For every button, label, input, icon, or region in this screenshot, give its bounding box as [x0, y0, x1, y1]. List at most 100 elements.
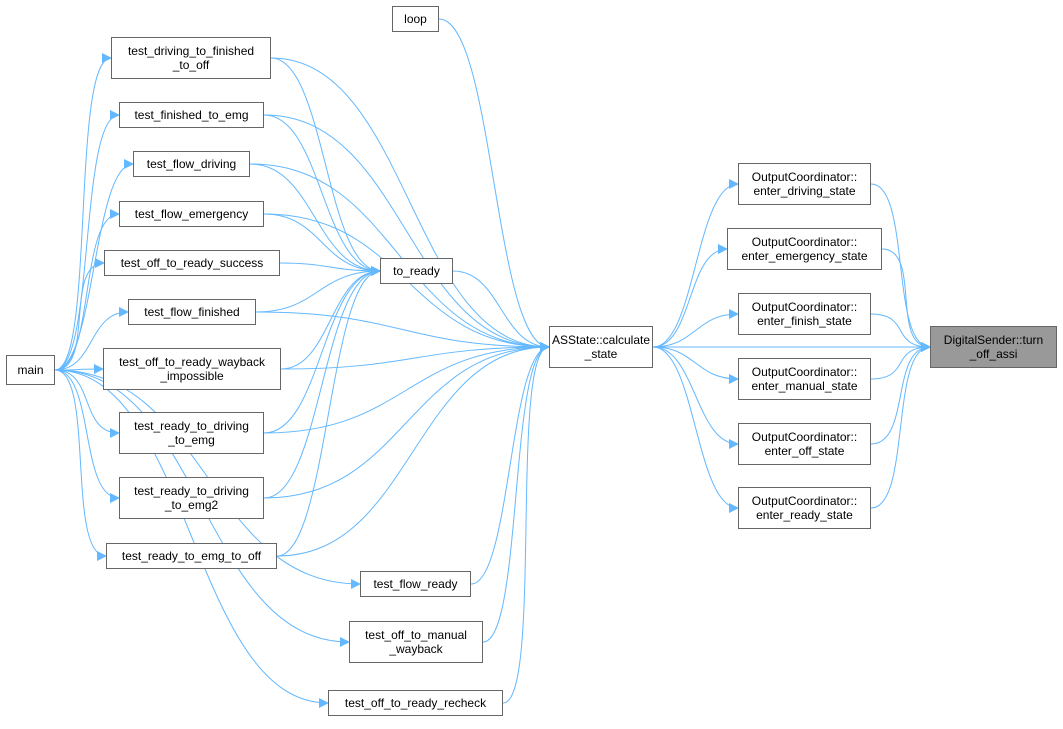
- node-test-off-to-ready-recheck[interactable]: test_off_to_ready_recheck: [328, 690, 503, 716]
- node-t-o2mw-label-line2: _wayback: [389, 642, 443, 656]
- edge-t_o2rw-to-calc: [280, 342, 550, 370]
- edge-calc-to-oc_emg: [652, 244, 728, 348]
- edge-calc-to-oc_fin: [652, 309, 739, 348]
- edge-main-to-t_r2de2: [54, 369, 120, 503]
- node-calc-label-line2: _state: [584, 347, 618, 361]
- node-outputcoordinator-enter-driving-state[interactable]: OutputCoordinator:: enter_driving_state: [738, 163, 871, 205]
- node-test-flow-finished[interactable]: test_flow_finished: [128, 299, 256, 325]
- edge-t_r2de2-to-to_ready: [263, 266, 381, 499]
- node-test-finished-to-emg[interactable]: test_finished_to_emg: [119, 102, 264, 128]
- edge-calc-to-oc_man: [652, 346, 739, 384]
- edge-oc_emg-to-target: [881, 248, 931, 352]
- node-t-r2de-label-line1: test_ready_to_driving: [134, 419, 249, 433]
- edge-main-to-t_d2f: [54, 53, 112, 371]
- node-test-ready-to-driving-to-emg2[interactable]: test_ready_to_driving _to_emg2: [119, 477, 264, 519]
- node-outputcoordinator-enter-finish-state[interactable]: OutputCoordinator:: enter_finish_state: [738, 293, 871, 335]
- node-t-f2e-label: test_finished_to_emg: [134, 108, 249, 122]
- node-oc-rdy-label-line1: OutputCoordinator::: [751, 494, 858, 508]
- edge-main-to-t_ff: [54, 307, 129, 371]
- edge-t_r2de-to-calc: [263, 342, 550, 434]
- edge-oc_fin-to-target: [870, 313, 931, 352]
- node-outputcoordinator-enter-off-state[interactable]: OutputCoordinator:: enter_off_state: [738, 423, 871, 465]
- edge-main-to-t_fe: [54, 209, 120, 371]
- edge-oc_rdy-to-target: [870, 342, 931, 509]
- edge-t_o2mw-to-calc: [482, 342, 550, 643]
- edge-main-to-t_r2de: [54, 369, 120, 438]
- node-oc-man-label-line2: enter_manual_state: [751, 379, 858, 393]
- edge-main-to-t_r2eo: [54, 369, 107, 561]
- node-oc-drv-label-line1: OutputCoordinator::: [751, 170, 858, 184]
- node-oc-fin-label-line2: enter_finish_state: [757, 314, 852, 328]
- node-t-o2rw-label-line2: _impossible: [160, 369, 224, 383]
- node-t-r2de2-label-line1: test_ready_to_driving: [134, 484, 249, 498]
- edge-t_ff-to-calc: [255, 311, 550, 352]
- edge-t_fd-to-to_ready: [249, 163, 381, 276]
- node-oc-fin-label-line1: OutputCoordinator::: [751, 300, 858, 314]
- edge-calc-to-oc_rdy: [652, 346, 739, 513]
- node-test-flow-driving[interactable]: test_flow_driving: [133, 151, 250, 177]
- node-oc-man-label-line1: OutputCoordinator::: [751, 365, 858, 379]
- edge-t_fd-to-calc: [249, 163, 550, 352]
- node-loop-label: loop: [404, 12, 427, 26]
- node-t-r2de2-label-line2: _to_emg2: [164, 498, 219, 512]
- node-oc-off-label-line1: OutputCoordinator::: [751, 430, 858, 444]
- node-main[interactable]: main: [6, 355, 55, 385]
- node-target-label-line1: DigitalSender::turn: [943, 333, 1044, 347]
- edge-t_f2e-to-calc: [263, 114, 550, 352]
- node-t-d2f-label-line1: test_driving_to_finished: [127, 44, 255, 58]
- node-test-off-to-manual-wayback[interactable]: test_off_to_manual _wayback: [349, 621, 483, 663]
- node-oc-off-label-line2: enter_off_state: [764, 444, 845, 458]
- node-digitalsender-turn-off-assi[interactable]: DigitalSender::turn _off_assi: [930, 326, 1057, 368]
- edge-calc-to-oc_off: [652, 346, 739, 449]
- node-test-off-to-ready-wayback-impossible[interactable]: test_off_to_ready_wayback _impossible: [103, 348, 281, 390]
- node-outputcoordinator-enter-emergency-state[interactable]: OutputCoordinator:: enter_emergency_stat…: [727, 228, 882, 270]
- node-to-ready-label: to_ready: [393, 264, 440, 278]
- node-t-o2rw-label-line1: test_off_to_ready_wayback: [119, 355, 265, 369]
- node-main-label: main: [17, 363, 44, 377]
- node-outputcoordinator-enter-ready-state[interactable]: OutputCoordinator:: enter_ready_state: [738, 487, 871, 529]
- edge-to_ready-to-calc: [452, 270, 550, 352]
- node-test-ready-to-driving-to-emg[interactable]: test_ready_to_driving _to_emg: [119, 412, 264, 454]
- node-test-driving-to-finished-to-off[interactable]: test_driving_to_finished _to_off: [111, 37, 271, 79]
- edge-t_o2rs-to-to_ready: [279, 262, 381, 276]
- node-asstate-calculate-state[interactable]: ASState::calculate _state: [549, 326, 653, 368]
- node-oc-emg-label-line1: OutputCoordinator::: [751, 235, 858, 249]
- edge-t_r2de-to-to_ready: [263, 266, 381, 434]
- node-test-flow-emergency[interactable]: test_flow_emergency: [119, 201, 264, 227]
- node-oc-emg-label-line2: enter_emergency_state: [741, 249, 868, 263]
- node-target-label-line2: _off_assi: [969, 347, 1018, 361]
- edge-t_o2rw-to-to_ready: [280, 266, 381, 370]
- node-test-flow-ready[interactable]: test_flow_ready: [360, 571, 471, 597]
- node-t-o2rs-label: test_off_to_ready_success: [120, 256, 264, 270]
- edge-t_o2rr-to-calc: [502, 342, 550, 704]
- node-t-r2eo-label: test_ready_to_emg_to_off: [121, 549, 262, 563]
- edge-t_r2eo-to-to_ready: [276, 266, 381, 557]
- edge-t_fe-to-to_ready: [263, 213, 381, 276]
- node-t-o2rr-label: test_off_to_ready_recheck: [344, 696, 487, 710]
- node-t-ff-label: test_flow_finished: [144, 305, 240, 319]
- edge-oc_man-to-target: [870, 342, 931, 380]
- node-loop[interactable]: loop: [392, 6, 439, 32]
- node-t-o2mw-label-line1: test_off_to_manual: [365, 628, 467, 642]
- node-outputcoordinator-enter-manual-state[interactable]: OutputCoordinator:: enter_manual_state: [738, 358, 871, 400]
- edge-t_d2f-to-to_ready: [270, 57, 381, 276]
- edge-main-to-t_fd: [54, 159, 134, 371]
- node-to-ready[interactable]: to_ready: [380, 258, 453, 284]
- edge-t_ff-to-to_ready: [255, 266, 381, 313]
- node-oc-rdy-label-line2: enter_ready_state: [756, 508, 853, 522]
- edge-calc-to-oc_drv: [652, 179, 739, 348]
- edge-oc_off-to-target: [870, 342, 931, 445]
- node-t-fe-label: test_flow_emergency: [134, 207, 249, 221]
- node-calc-label-line1: ASState::calculate: [551, 333, 651, 347]
- edge-t_fr-to-calc: [470, 342, 550, 585]
- edge-t_f2e-to-to_ready: [263, 114, 381, 276]
- edge-t_r2eo-to-calc: [276, 342, 550, 557]
- edge-t_d2f-to-calc: [270, 57, 550, 352]
- edge-main-to-t_o2rs: [54, 258, 105, 371]
- edge-oc_drv-to-target: [870, 183, 931, 352]
- edge-t_r2de2-to-calc: [263, 342, 550, 499]
- node-test-off-to-ready-success[interactable]: test_off_to_ready_success: [104, 250, 280, 276]
- node-test-ready-to-emg-to-off[interactable]: test_ready_to_emg_to_off: [106, 543, 277, 569]
- node-t-fr-label: test_flow_ready: [373, 577, 458, 591]
- node-t-d2f-label-line2: _to_off: [172, 58, 210, 72]
